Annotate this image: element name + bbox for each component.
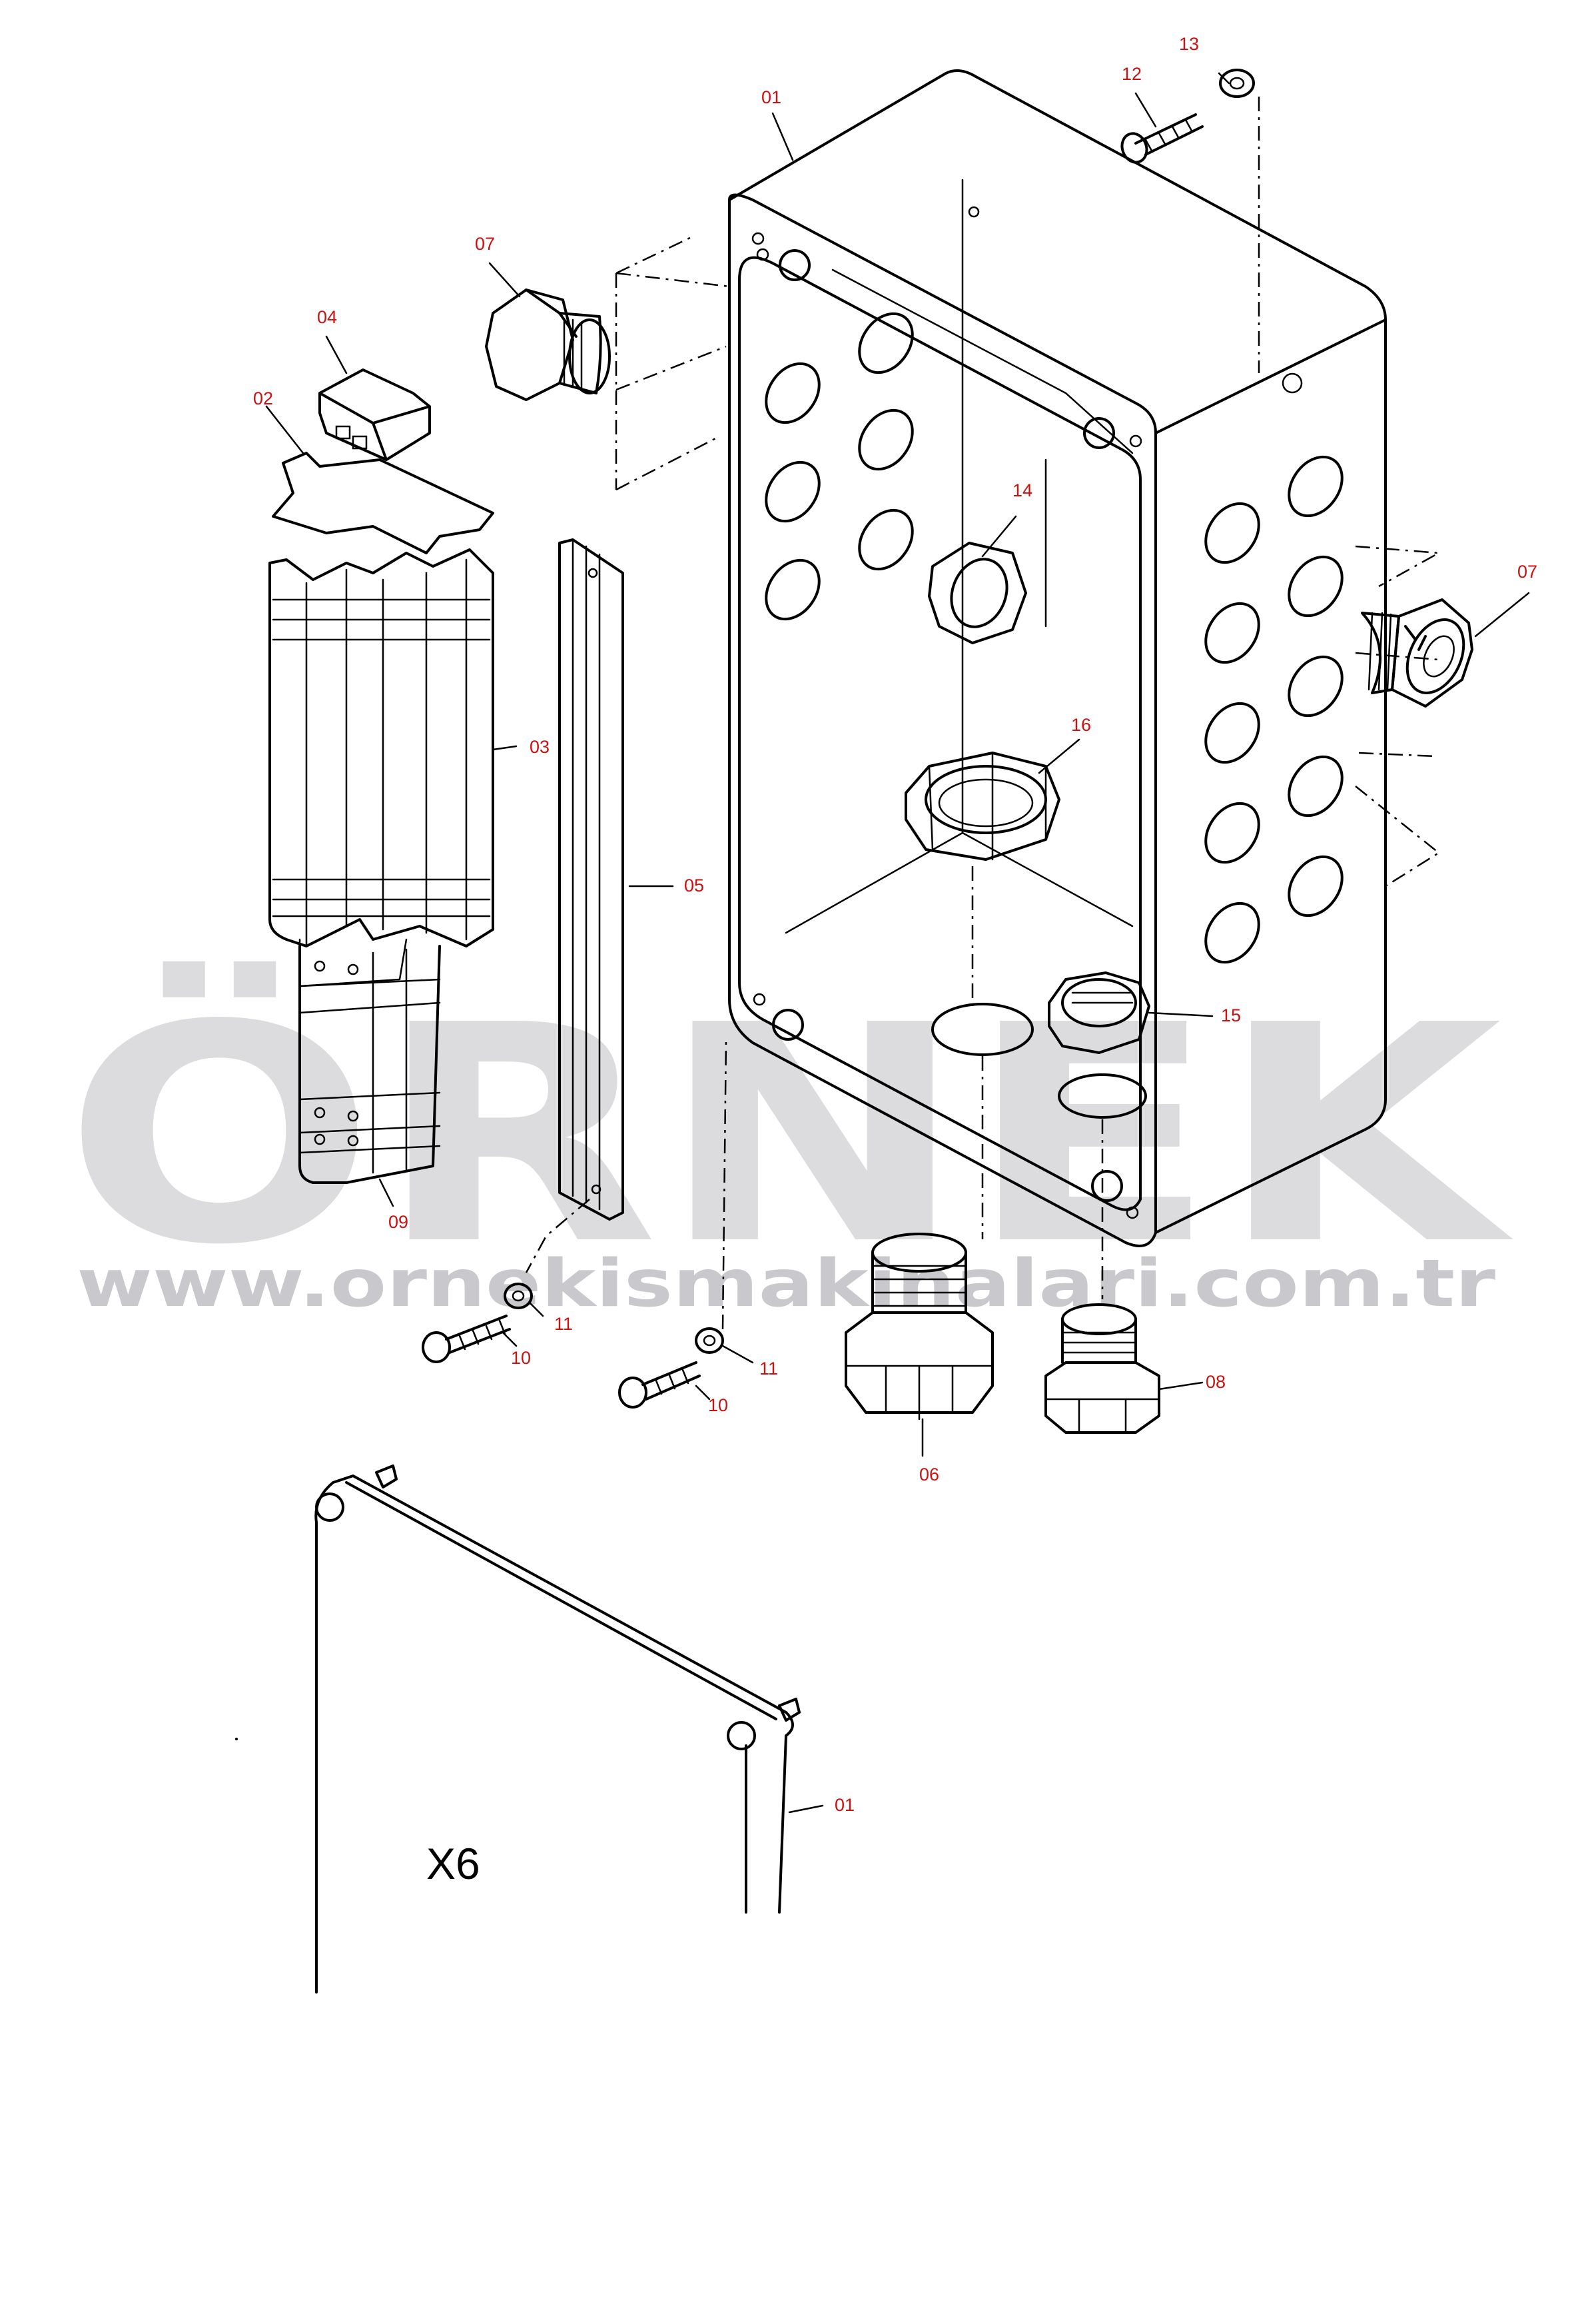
callout-09: 09: [388, 1212, 408, 1232]
watermark: ÖRNEK www.ornekismakinalari.com.tr: [63, 958, 1516, 1322]
mount-hole-top-left: [779, 249, 811, 281]
part-15-nut: [1048, 971, 1150, 1054]
part-06-cable-gland: [845, 1233, 994, 1421]
box-back-corner: [961, 179, 1134, 927]
box-top-face: [728, 69, 1387, 434]
enclosure-box: [615, 69, 1442, 1299]
callout-16: 16: [1071, 715, 1091, 735]
cable-entry-holes-side: [1204, 455, 1344, 964]
callout-10-left: 10: [511, 1348, 531, 1368]
cable-entry-holes-front: [765, 312, 914, 621]
screw-hole-back: [1282, 372, 1303, 394]
callout-04: 04: [317, 307, 337, 327]
bottom-opening-large: [931, 1003, 1034, 1056]
callout-01-lid: 01: [835, 1795, 855, 1815]
part-09-terminal-lower: [298, 945, 441, 1184]
part-04-connector: [318, 368, 431, 461]
callout-06: 06: [919, 1464, 939, 1484]
bottom-opening-small: [1058, 1073, 1147, 1119]
callout-05: 05: [684, 875, 704, 895]
mount-hole-top-right: [1083, 417, 1115, 449]
projection-lines-right: [1355, 545, 1442, 887]
mount-hole-bottom-right: [1091, 1170, 1123, 1202]
callout-12: 12: [1122, 64, 1142, 84]
part-11-washer-center: [695, 1039, 727, 1354]
callout-08: 08: [1206, 1372, 1226, 1392]
lid-screw-hole-right: [727, 1721, 756, 1750]
callout-15: 15: [1221, 1005, 1241, 1025]
speck: [235, 1738, 238, 1740]
callout-11-left: 11: [554, 1314, 573, 1334]
leader-lines: [265, 72, 1530, 1814]
callout-14: 14: [1012, 480, 1032, 500]
part-12-screw: [1120, 113, 1204, 164]
enclosure-lid: X6: [314, 1464, 801, 1994]
part-16-nut: [905, 752, 1060, 861]
part-07-gland-top: [485, 289, 611, 401]
watermark-url: www.ornekismakinalari.com.tr: [77, 1246, 1496, 1322]
part-08-cable-gland: [1044, 1303, 1160, 1434]
projection-lines-left: [615, 235, 730, 491]
callout-02: 02: [253, 388, 273, 408]
callout-13: 13: [1179, 34, 1199, 54]
box-back-wall: [831, 269, 1134, 454]
screw-hole-bottom-left: [753, 993, 766, 1006]
part-14-locknut: [928, 542, 1027, 644]
callout-07-right: 07: [1517, 562, 1537, 582]
part-03-terminal-block: [268, 548, 494, 987]
part-11-washer-left: [504, 1283, 533, 1309]
watermark-brand: ÖRNEK: [63, 958, 1516, 1311]
box-right-face: [1154, 318, 1387, 1234]
part-05-din-rail: [525, 538, 624, 1273]
screw-hole-top-left-2: [756, 248, 769, 261]
callout-03: 03: [530, 737, 550, 757]
part-02-cover-plate: [272, 452, 494, 554]
screw-hole-bottom-right: [1126, 1206, 1139, 1219]
screw-hole-top-right: [1129, 434, 1142, 448]
part-10-screw-left: [422, 1315, 511, 1363]
mount-hole-bottom-left: [772, 1009, 804, 1041]
part-07-gland-right: [1361, 598, 1473, 708]
sheet-label: X6: [426, 1839, 480, 1888]
box-inner-rim: [738, 256, 1142, 1211]
box-inner-floor: [785, 832, 964, 934]
callout-07-top: 07: [475, 234, 495, 254]
part-13-washer: [1219, 69, 1255, 98]
callout-01-box: 01: [761, 87, 781, 107]
part-10-screw-center: [618, 1361, 701, 1409]
callout-11-center: 11: [759, 1359, 778, 1379]
lid-screw-hole-top-left: [315, 1492, 344, 1522]
callout-10-center: 10: [708, 1395, 728, 1415]
screw-hole-top-left: [751, 232, 765, 245]
screw-hole-top-back: [968, 206, 980, 218]
callout-labels: 01 13 12 07 04 02 14 07 16 03 05 15 09 1…: [253, 34, 1537, 1815]
